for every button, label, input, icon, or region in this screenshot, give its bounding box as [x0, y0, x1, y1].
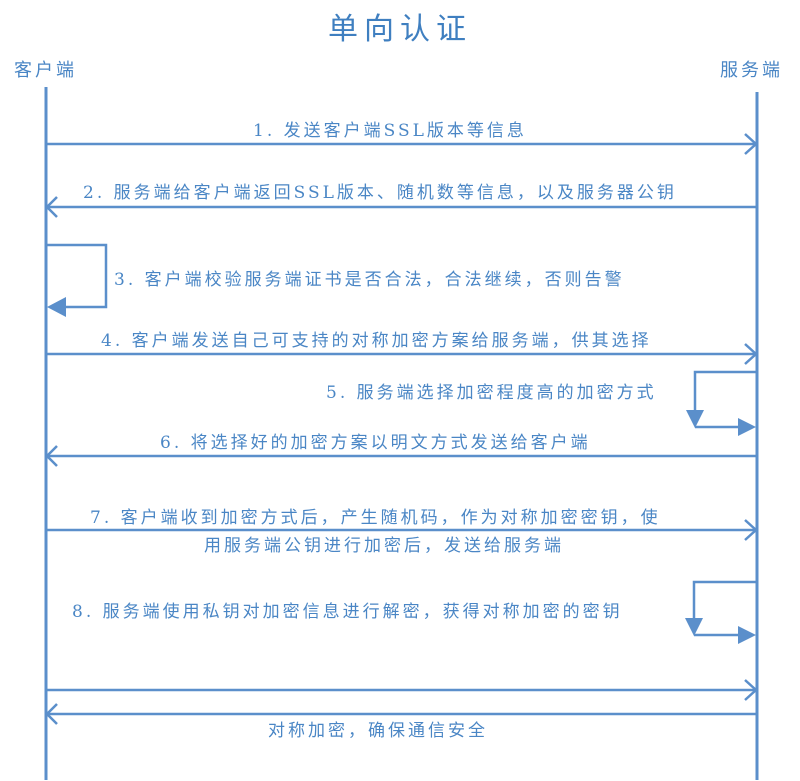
step-8-label: 8. 服务端使用私钥对加密信息进行解密，获得对称加密的密钥	[72, 602, 623, 622]
server-actor-label: 服务端	[720, 60, 783, 81]
client-actor-label: 客户端	[14, 60, 77, 81]
step-9-label: 对称加密，确保通信安全	[268, 721, 488, 741]
step-6-label: 6. 将选择好的加密方案以明文方式发送给客户端	[160, 433, 591, 453]
diagram-title: 单向认证	[328, 12, 472, 47]
step-5-label: 5. 服务端选择加密程度高的加密方式	[326, 383, 657, 403]
step-4-label: 4. 客户端发送自己可支持的对称加密方案给服务端，供其选择	[101, 331, 652, 351]
step-1-label: 1. 发送客户端SSL版本等信息	[253, 121, 527, 141]
step-2-label: 2. 服务端给客户端返回SSL版本、随机数等信息，以及服务器公钥	[83, 183, 677, 203]
step-3-label: 3. 客户端校验服务端证书是否合法，合法继续，否则告警	[114, 270, 625, 290]
step-7-label-line1: 7. 客户端收到加密方式后，产生随机码，作为对称加密密钥，使	[90, 508, 661, 528]
step-7-label-line2: 用服务端公钥进行加密后，发送给服务端	[204, 536, 564, 556]
